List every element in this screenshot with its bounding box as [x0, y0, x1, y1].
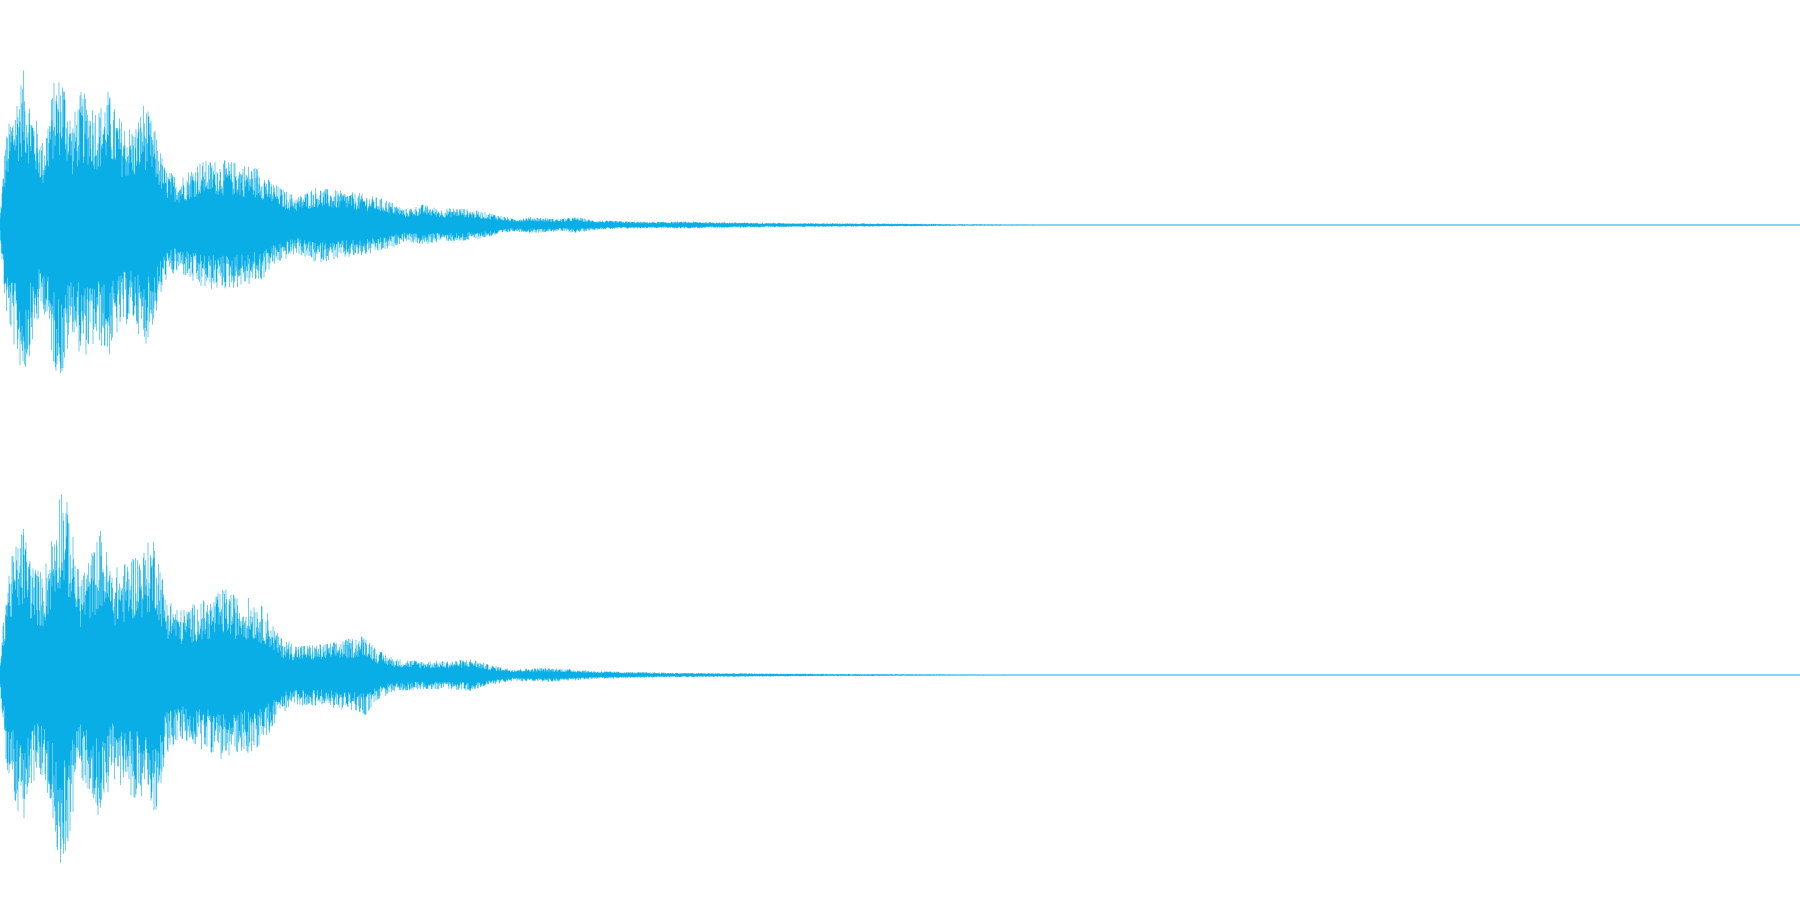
waveform-core [0, 155, 1800, 295]
channel-2-waveform-graphic [0, 494, 1800, 863]
waveform-samples [0, 70, 1800, 373]
channel-1-waveform [0, 70, 1800, 373]
channel-1-waveform-graphic [0, 70, 1800, 373]
channel-2-waveform [0, 450, 1800, 900]
waveform-core [0, 587, 1800, 763]
waveform-samples [0, 494, 1800, 863]
